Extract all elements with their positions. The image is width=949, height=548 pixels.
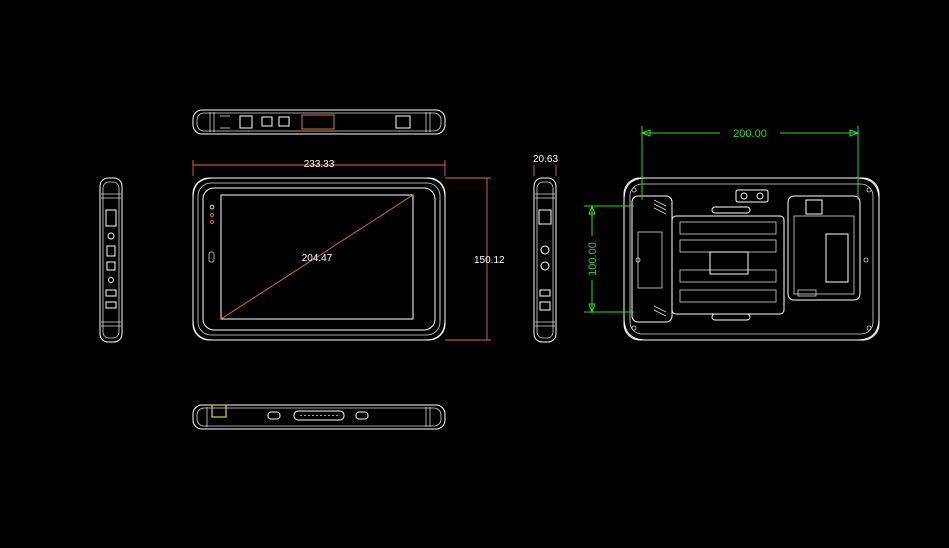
top-edge-view [192, 109, 446, 135]
height-dimension-label: 150.12 [474, 255, 505, 266]
bottom-edge-view [192, 404, 446, 430]
back-dimensions [584, 126, 860, 314]
back-width-dimension-label: 200.00 [733, 128, 767, 140]
left-side-view [99, 177, 123, 343]
front-view [192, 177, 446, 341]
back-height-dimension-label: 100.00 [587, 242, 599, 276]
right-side-view [533, 165, 557, 343]
width-dimension-label: 233.33 [304, 159, 335, 170]
diagonal-dimension-label: 204.47 [302, 253, 333, 264]
front-dimensions [192, 160, 491, 341]
thickness-dimension-label: 20.63 [533, 154, 558, 165]
back-view [623, 177, 880, 341]
highlight-marker [211, 404, 227, 418]
